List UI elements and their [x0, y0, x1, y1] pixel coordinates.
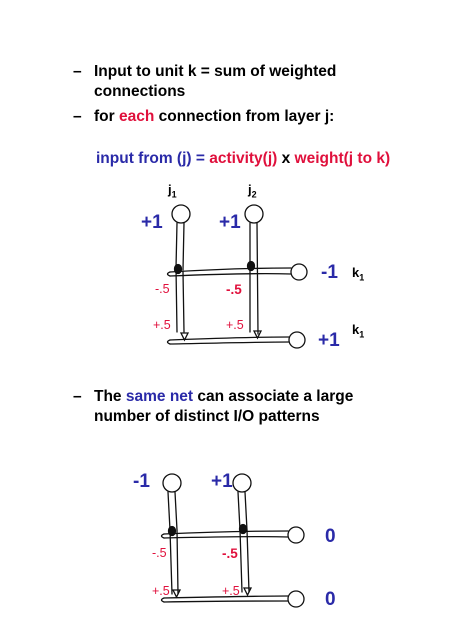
label-sub: 1 — [171, 189, 177, 200]
synapse-dot — [173, 263, 183, 275]
bullet-dash: – — [73, 63, 82, 80]
input-value-j2: +1 — [219, 212, 241, 233]
label-sub: 1 — [359, 329, 365, 340]
input-wire-j1-lower — [175, 267, 185, 333]
bullet-2-highlight: each — [118, 108, 155, 125]
output-label-k1-top: k1 — [352, 265, 364, 283]
output-label-k1-bottom: k1 — [352, 322, 364, 340]
output-value-bottom: 0 — [325, 589, 336, 610]
formula: input from (j) = activity(j) x weight(j … — [96, 150, 390, 168]
output-wire-k1b-bottom — [169, 341, 290, 345]
output-wire-top-end — [160, 533, 165, 539]
output-wire-bottom-bottom — [163, 600, 289, 603]
output-wire-top-top — [163, 530, 289, 535]
label-sub: 1 — [359, 272, 365, 283]
weight-label: -.5 — [152, 546, 167, 560]
weight-label: +.5 — [222, 584, 240, 598]
formula-activity: activity(j) — [209, 150, 278, 167]
bullet-2-pre: for — [94, 108, 119, 125]
output-wire-bottom-top — [163, 595, 289, 599]
output-wire-k1a-bottom — [169, 272, 292, 277]
bullet-dash: – — [73, 108, 82, 125]
input-wire-j1 — [175, 222, 185, 271]
input-value-2: +1 — [211, 471, 233, 492]
synapse-triangle — [179, 332, 190, 342]
label-name: j — [248, 182, 252, 197]
output-wire-k1b-top — [169, 336, 290, 341]
synapse-dot — [167, 525, 177, 537]
label-name: j — [168, 182, 172, 197]
bullet-3-line1: The same net can associate a large — [94, 387, 353, 407]
weight-label: +.5 — [226, 318, 244, 332]
output-unit-bottom — [287, 590, 305, 608]
weight-label: +.5 — [153, 318, 171, 332]
output-wire-bottom-end — [160, 597, 165, 603]
input-label-j1: j1 — [168, 182, 177, 200]
diagram-2-drawing — [160, 473, 305, 608]
weight-label: -.5 — [222, 546, 238, 561]
bullet-dash: – — [73, 388, 82, 405]
input-unit-1 — [162, 473, 182, 493]
input-wire-2-lower — [239, 529, 250, 593]
bullet-1-line2: connections — [94, 83, 186, 100]
bullet-2-post: connection from layer j: — [154, 108, 335, 125]
bullet-3-highlight: same net — [125, 388, 194, 405]
output-wire-k1a-end — [166, 271, 171, 277]
label-sub: 2 — [251, 189, 257, 200]
input-unit-j2 — [244, 204, 264, 224]
output-wire-k1b-end — [166, 339, 171, 345]
input-unit-j1 — [171, 204, 191, 224]
bullet-2-text: for each connection from layer j: — [94, 107, 334, 127]
bullet-3-post: can associate a large — [193, 388, 354, 405]
bullet-1-line1: Input to unit k = sum of weighted — [94, 63, 337, 80]
input-label-j2: j2 — [248, 182, 257, 200]
weight-label: -.5 — [155, 282, 170, 296]
input-wire-1 — [167, 491, 178, 531]
weight-label: +.5 — [152, 584, 170, 598]
label-name: k — [352, 265, 360, 280]
bullet-3-pre: The — [94, 388, 126, 405]
input-value-1: -1 — [133, 471, 150, 492]
formula-input: input from (j) = — [96, 150, 205, 167]
output-unit-k1-top — [290, 263, 308, 281]
synapse-triangle — [252, 330, 263, 340]
diagram-1-drawing — [166, 204, 308, 349]
input-wire-2 — [237, 491, 248, 531]
output-wire-k1a-top — [169, 267, 292, 273]
synapse-triangle — [171, 589, 182, 599]
formula-times: x — [281, 150, 291, 167]
bullet-3-line2: number of distinct I/O patterns — [94, 408, 320, 425]
synapse-dot — [246, 260, 256, 272]
output-value-top: 0 — [325, 526, 336, 547]
weight-label: -.5 — [226, 282, 242, 297]
output-unit-top — [287, 526, 305, 544]
label-name: k — [352, 322, 360, 337]
synapse-triangle — [242, 587, 253, 597]
input-wire-1-lower — [169, 529, 179, 595]
output-value-k1-top: -1 — [321, 262, 338, 283]
output-wire-top-bottom — [163, 535, 289, 539]
input-value-j1: +1 — [141, 212, 163, 233]
formula-weight: weight(j to k) — [294, 150, 391, 167]
output-value-k1-bottom: +1 — [318, 330, 340, 351]
input-wire-j2 — [249, 222, 259, 335]
input-unit-2 — [232, 473, 252, 493]
output-unit-k1-bottom — [288, 331, 306, 349]
synapse-dot — [238, 523, 248, 535]
